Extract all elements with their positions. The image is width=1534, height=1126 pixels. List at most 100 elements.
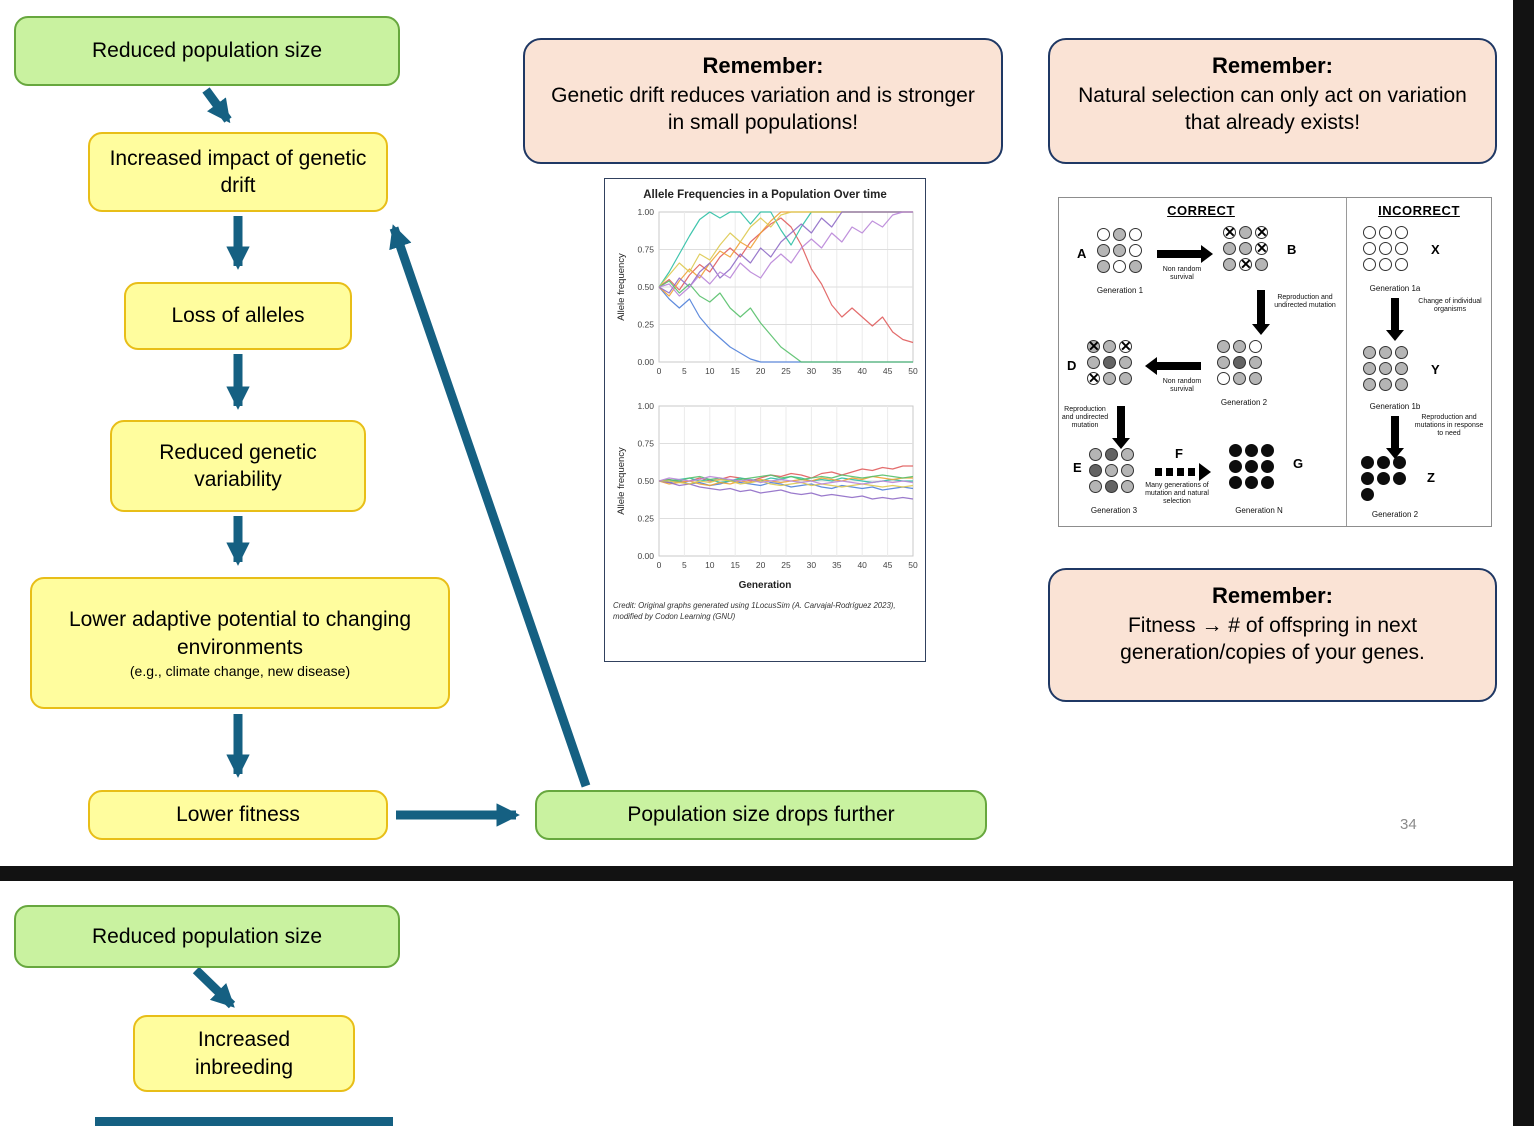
organism-circle — [1129, 228, 1142, 241]
organism-circle — [1103, 340, 1116, 353]
flow-node-label: Reduced population size — [92, 39, 322, 63]
population-cluster-c — [1217, 340, 1262, 385]
organism-circle — [1379, 226, 1392, 239]
remember-title: Remember: — [702, 53, 824, 78]
organism-circle — [1361, 488, 1374, 501]
organism-circle — [1361, 472, 1374, 485]
organism-circle — [1393, 472, 1406, 485]
organism-circle — [1113, 244, 1126, 257]
organism-circle — [1119, 372, 1132, 385]
flow-node-label: Lower fitness — [176, 803, 300, 827]
svg-text:0: 0 — [657, 366, 662, 376]
organism-circle — [1255, 258, 1268, 271]
remember-genetic-drift-callout: Remember: Genetic drift reduces variatio… — [523, 38, 1003, 164]
svg-text:35: 35 — [832, 560, 842, 570]
organism-circle — [1097, 228, 1110, 241]
chart-credit-line1: Credit: Original graphs generated using … — [613, 601, 896, 610]
organism-circle — [1119, 356, 1132, 369]
organism-circle — [1223, 242, 1236, 255]
organism-circle — [1379, 378, 1392, 391]
slide-34: Reduced population size Increased impact… — [0, 0, 1513, 866]
remember-natural-selection-callout: Remember: Natural selection can only act… — [1048, 38, 1497, 164]
organism-circle — [1363, 378, 1376, 391]
caption-generation-n: Generation N — [1235, 506, 1283, 515]
remember-title: Remember: — [1211, 583, 1334, 608]
population-cluster-a — [1097, 228, 1142, 273]
svg-text:40: 40 — [857, 366, 867, 376]
organism-circle — [1217, 356, 1230, 369]
organism-circle — [1395, 362, 1408, 375]
organism-circle — [1395, 378, 1408, 391]
population-cluster-e — [1089, 448, 1134, 493]
organism-circle — [1245, 460, 1258, 473]
chart-credit-line2: modified by Codon Learning (GNU) — [613, 611, 736, 621]
population-cluster-d — [1087, 338, 1132, 387]
organism-circle — [1089, 480, 1102, 493]
flow-node-increased-genetic-drift: Increased impact of genetic drift — [88, 132, 388, 212]
organism-circle — [1089, 464, 1102, 477]
organism-circle — [1087, 370, 1100, 387]
cluster-label-z: Z — [1427, 470, 1435, 485]
flow-node-lower-adaptive-potential: Lower adaptive potential to changing env… — [30, 577, 450, 709]
arrow-mutations-in-response — [1386, 416, 1404, 459]
svg-text:10: 10 — [705, 560, 715, 570]
flow-node-label: Lower adaptive potential to changing env… — [68, 608, 412, 659]
remember-body: Natural selection can only act on variat… — [1078, 84, 1467, 135]
flow-node-label: Reduced genetic variability — [159, 440, 317, 491]
cluster-label-g: G — [1293, 456, 1304, 471]
svg-text:0.25: 0.25 — [637, 320, 654, 330]
caption-generation-1a: Generation 1a — [1369, 284, 1421, 293]
cluster-label-a: A — [1077, 246, 1087, 261]
svg-text:0.00: 0.00 — [637, 551, 654, 561]
arrow-nonrandom-survival-2 — [1145, 357, 1201, 375]
caption-generation-1b: Generation 1b — [1369, 402, 1421, 411]
remember-body: Fitness → # of offspring in next generat… — [1120, 614, 1425, 665]
population-cluster-x — [1363, 226, 1408, 271]
svg-text:35: 35 — [832, 366, 842, 376]
caption-many-generations: Many generations of mutation and natural… — [1145, 482, 1209, 506]
figure-column-divider — [1346, 198, 1347, 526]
organism-circle — [1105, 480, 1118, 493]
svg-text:0.25: 0.25 — [637, 514, 654, 524]
svg-text:25: 25 — [781, 366, 791, 376]
flow-node-reduced-population-size: Reduced population size — [14, 16, 400, 86]
caption-generation-3: Generation 3 — [1090, 506, 1138, 515]
population-cluster-z — [1361, 456, 1406, 501]
organism-circle — [1097, 244, 1110, 257]
svg-text:15: 15 — [730, 560, 740, 570]
arrow-nonrandom-survival-1 — [1157, 245, 1213, 263]
organism-circle — [1379, 242, 1392, 255]
organism-circle — [1239, 256, 1252, 273]
svg-text:5: 5 — [682, 560, 687, 570]
organism-circle — [1121, 464, 1134, 477]
arrow-reproduction-mutation-2 — [1112, 406, 1130, 449]
organism-circle — [1097, 260, 1110, 273]
organism-circle — [1239, 242, 1252, 255]
organism-circle — [1087, 338, 1100, 355]
population-cluster-g — [1229, 444, 1274, 489]
flow-node-loss-of-alleles: Loss of alleles — [124, 282, 352, 350]
svg-text:Allele frequency: Allele frequency — [616, 253, 627, 321]
svg-text:5: 5 — [682, 366, 687, 376]
organism-circle — [1217, 340, 1230, 353]
organism-circle — [1245, 476, 1258, 489]
organism-circle — [1363, 346, 1376, 359]
organism-circle — [1377, 472, 1390, 485]
caption-generation-1: Generation 1 — [1096, 286, 1144, 295]
flow-node-increased-inbreeding: Increased inbreeding — [133, 1015, 355, 1092]
organism-circle — [1363, 362, 1376, 375]
organism-circle — [1239, 226, 1252, 239]
organism-circle — [1379, 346, 1392, 359]
cluster-label-y: Y — [1431, 362, 1440, 377]
svg-text:30: 30 — [807, 366, 817, 376]
arrow-node1-to-inbreeding — [192, 966, 236, 1009]
organism-circle — [1089, 448, 1102, 461]
organism-circle — [1379, 258, 1392, 271]
organism-circle — [1395, 346, 1408, 359]
organism-circle — [1113, 228, 1126, 241]
svg-text:0.75: 0.75 — [637, 439, 654, 449]
arrow-many-generations — [1155, 463, 1211, 481]
organism-circle — [1363, 226, 1376, 239]
